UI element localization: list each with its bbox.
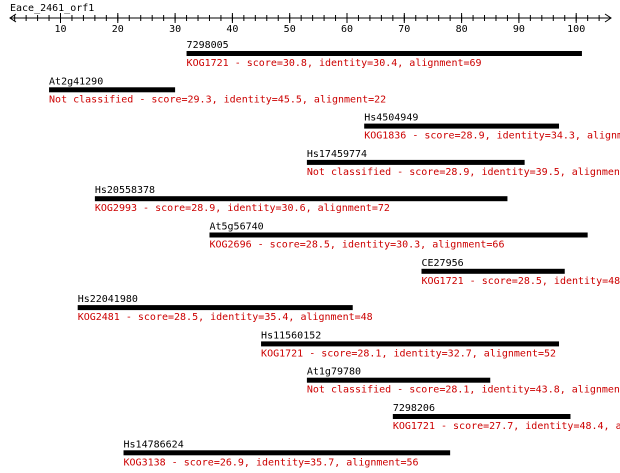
hit-alignment-bar[interactable] [77,305,353,311]
sequence-axis: 10 20 30 40 50 60 70 80 90 100 [9,13,612,35]
axis-tick-label: 100 [567,24,585,35]
axis-tick-label: 20 [112,24,124,35]
hit-detail: KOG3138 - score=26.9, identity=35.7, ali… [124,457,419,468]
axis-tick-label: 40 [226,24,238,35]
hit-name[interactable]: Hs4504949 [364,113,418,124]
axis-arrow-left-icon [9,13,17,23]
hit-alignment-bar[interactable] [186,51,582,56]
hit-detail: KOG1836 - score=28.9, identity=34.3, ali… [364,131,620,142]
hit-alignment-bar[interactable] [306,159,525,165]
hit-name[interactable]: Hs14786624 [124,439,184,450]
axis-tick-label: 70 [398,24,410,35]
query-title: Eace_2461_orf1 [10,3,94,14]
hit-name[interactable]: At2g41290 [49,76,103,87]
hit-detail: Not classified - score=29.3, identity=45… [49,94,386,105]
axis-arrow-right-icon [604,13,612,23]
axis-tick-label: 90 [513,24,525,35]
hit-detail: KOG2993 - score=28.9, identity=30.6, ali… [95,203,390,214]
hit-alignment-bar[interactable] [306,377,491,383]
axis-tick-label: 80 [456,24,468,35]
hit-detail: KOG2481 - score=28.5, identity=35.4, ali… [78,312,373,323]
hit-alignment-bar[interactable] [261,341,560,347]
hit-alignment-bar[interactable] [392,414,571,419]
hit-detail: KOG1721 - score=27.7, identity=48.4, ali… [393,421,620,432]
hit-name[interactable]: At1g79780 [307,367,361,378]
hit-alignment-bar[interactable] [94,196,508,202]
hit-name[interactable]: CE27956 [421,258,463,269]
hit-name[interactable]: Hs22041980 [78,294,138,305]
hit-detail: Not classified - score=28.9, identity=39… [307,167,620,178]
hit-name[interactable]: 7298206 [393,403,435,414]
hit-alignment-bar[interactable] [209,232,588,238]
hit-detail: KOG1721 - score=28.5, identity=48.0, ali… [421,276,620,287]
hit-detail: KOG1721 - score=30.8, identity=30.4, ali… [187,58,482,69]
hit-alignment-bar[interactable] [123,450,451,456]
hit-name[interactable]: At5g56740 [209,222,263,233]
hit-name[interactable]: 7298005 [187,40,229,51]
hit-name[interactable]: Hs17459774 [307,149,367,160]
hit-detail: KOG1721 - score=28.1, identity=32.7, ali… [261,348,556,359]
axis-tick-label: 50 [284,24,296,35]
hit-alignment-bar[interactable] [364,123,560,129]
hit-name[interactable]: Hs11560152 [261,330,321,341]
axis-tick-label: 30 [169,24,181,35]
hit-detail: Not classified - score=28.1, identity=43… [307,385,620,396]
axis-tick-label: 60 [341,24,353,35]
hit-detail: KOG2696 - score=28.5, identity=30.3, ali… [209,240,504,251]
hit-alignment-bar[interactable] [49,87,176,93]
axis-tick-label: 10 [54,24,66,35]
hit-name[interactable]: Hs20558378 [95,185,155,196]
hit-alignment-bar[interactable] [421,268,565,274]
